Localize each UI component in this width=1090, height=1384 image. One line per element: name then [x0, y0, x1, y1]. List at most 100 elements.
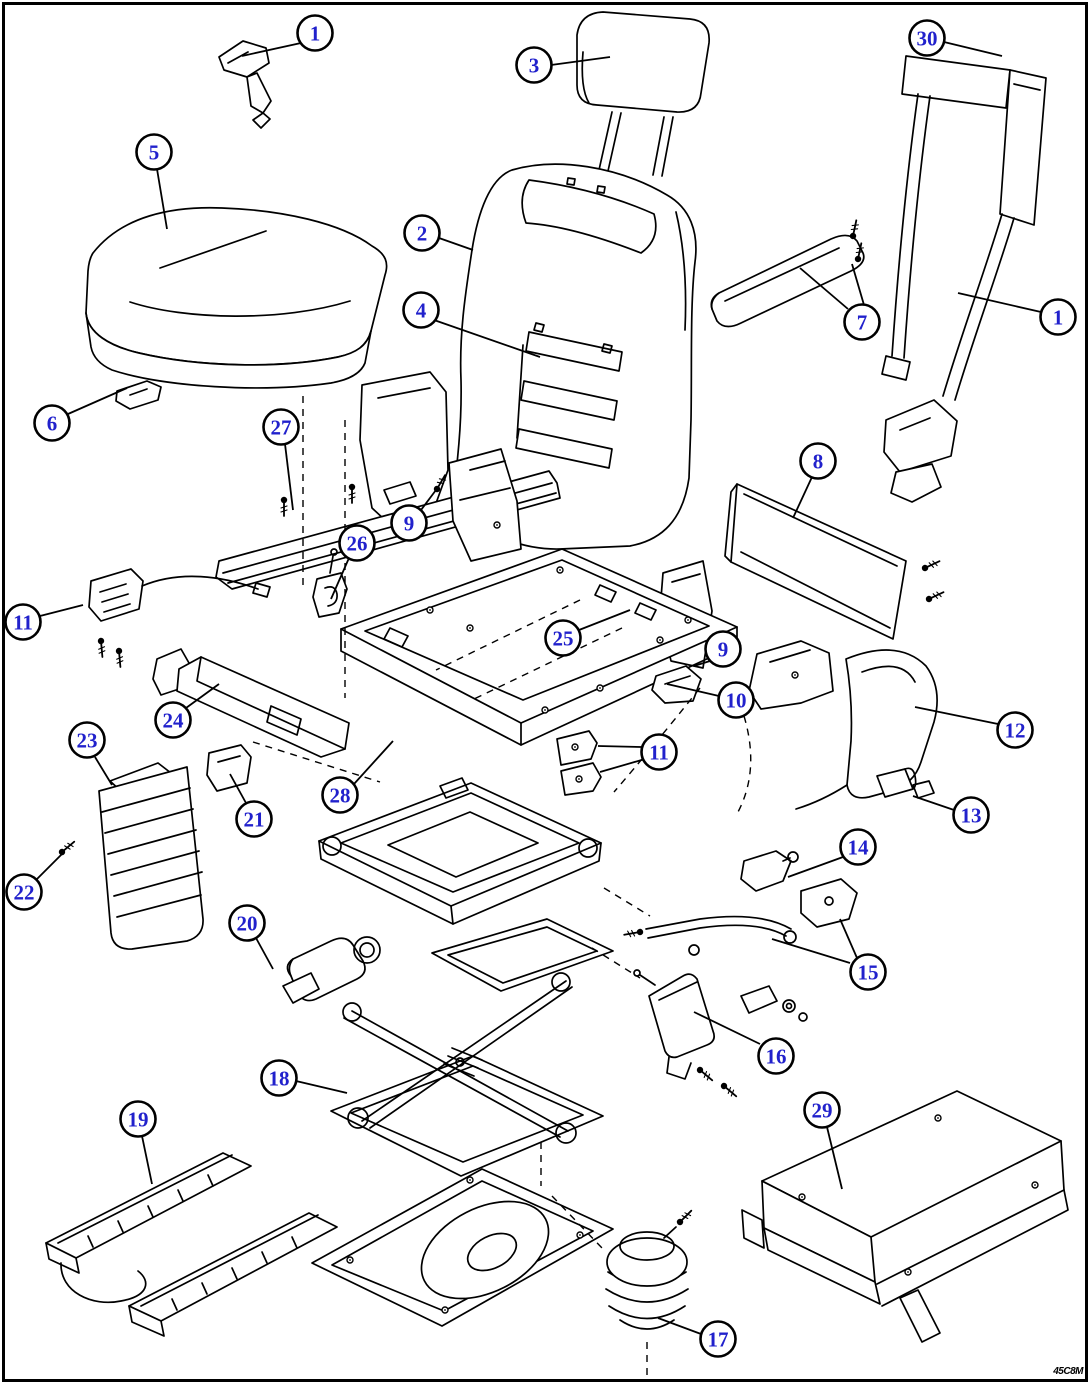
callout-balloon — [544, 619, 582, 657]
leader-line — [943, 41, 1003, 57]
leader-line — [438, 237, 474, 251]
callout-balloon — [4, 603, 42, 641]
leader-line — [826, 1126, 843, 1190]
callout-balloon — [390, 504, 428, 542]
parts-artwork — [45, 11, 1069, 1343]
callout-number: 28 — [330, 784, 351, 808]
callout-number: 4 — [416, 299, 427, 323]
leader-line — [67, 387, 128, 415]
callout-balloon — [757, 1037, 795, 1075]
callout-26: 26 — [330, 524, 376, 600]
part-knob — [876, 767, 935, 799]
callout-number: 13 — [961, 804, 982, 828]
callout-balloon — [908, 19, 946, 57]
part-seat-frame — [340, 548, 738, 746]
part-hinge-bracket — [748, 640, 834, 710]
callout-11: 11 — [4, 603, 84, 641]
callout-number: 9 — [718, 638, 729, 662]
callout-balloon — [154, 701, 192, 739]
leader-line — [141, 1135, 153, 1185]
callout-balloon — [228, 904, 266, 942]
callout-number: 14 — [848, 836, 870, 860]
callout-30: 30 — [908, 19, 1003, 57]
leader-line — [787, 856, 844, 878]
part-damper — [639, 973, 778, 1080]
callout-balloon — [717, 681, 755, 719]
drawing-code: 45C8M — [1053, 1366, 1083, 1377]
callout-18: 18 — [260, 1059, 348, 1097]
callout-balloon — [260, 1059, 298, 1097]
leader-line — [914, 706, 999, 725]
part-support-bar — [152, 648, 350, 758]
leader-line — [241, 42, 302, 57]
callout-balloon — [843, 303, 881, 341]
callout-balloon — [803, 1091, 841, 1129]
screw-icon — [921, 560, 941, 572]
callout-balloon — [839, 828, 877, 866]
part-headrest-guide-pin — [218, 40, 272, 129]
part-pivot-bracket — [651, 665, 702, 704]
leader-line — [330, 557, 350, 600]
callout-12: 12 — [914, 706, 1034, 749]
callout-balloon — [262, 408, 300, 446]
callout-24: 24 — [154, 683, 220, 739]
callout-balloon — [5, 873, 43, 911]
callout-balloon — [119, 1100, 157, 1138]
callout-13: 13 — [912, 795, 990, 834]
leader-line — [433, 319, 541, 358]
callout-number: 12 — [1005, 719, 1026, 743]
leader-line — [353, 740, 394, 785]
callout-8: 8 — [792, 442, 837, 519]
part-motor — [282, 937, 366, 1004]
callout-balloon — [704, 630, 742, 668]
screw-icon — [925, 591, 945, 603]
callout-number: 16 — [766, 1045, 787, 1069]
part-scissor-suspension — [330, 918, 614, 1177]
callout-balloon — [135, 133, 173, 171]
callout-balloon — [996, 711, 1034, 749]
callout-number: 17 — [708, 1328, 729, 1352]
leader-line — [839, 918, 858, 959]
leader-line — [295, 1080, 348, 1094]
part-seat-cushion — [85, 206, 388, 389]
callout-balloon — [952, 796, 990, 834]
callout-balloon — [33, 404, 71, 442]
leader-line — [94, 756, 113, 786]
callout-27: 27 — [262, 408, 300, 511]
callout-1: 1 — [957, 292, 1077, 336]
part-side-plate — [359, 371, 449, 533]
part-headrest — [576, 11, 710, 177]
part-lumbar-panel — [515, 322, 623, 469]
callout-16: 16 — [693, 1011, 795, 1075]
callout-number: 22 — [14, 881, 35, 905]
leader-line — [799, 267, 849, 310]
callout-21: 21 — [229, 773, 273, 838]
part-harness-connector — [88, 568, 271, 622]
leader-line — [693, 1011, 761, 1045]
callout-1: 1 — [241, 14, 334, 57]
callout-balloon — [849, 953, 887, 991]
callout-balloon — [640, 733, 678, 771]
leader-line — [156, 168, 168, 230]
callout-9: 9 — [390, 489, 437, 542]
callout-23: 23 — [68, 721, 113, 786]
leader-line — [912, 795, 955, 811]
callout-balloon — [515, 46, 553, 84]
leader-line — [35, 853, 63, 881]
screw-icon — [849, 219, 859, 240]
callout-balloon — [799, 442, 837, 480]
callout-15: 15 — [771, 918, 887, 991]
callout-number: 11 — [13, 611, 33, 635]
screw-icon — [676, 1209, 693, 1226]
callout-balloon — [321, 776, 359, 814]
callout-number: 27 — [271, 416, 292, 440]
part-linkage — [645, 878, 858, 939]
callout-11: 11 — [597, 733, 678, 773]
part-floor-cover — [741, 1090, 1069, 1343]
callout-28: 28 — [321, 740, 394, 814]
callout-number: 8 — [813, 450, 824, 474]
callout-balloon — [402, 291, 440, 329]
callout-29: 29 — [803, 1091, 843, 1190]
callout-2: 2 — [403, 214, 474, 252]
